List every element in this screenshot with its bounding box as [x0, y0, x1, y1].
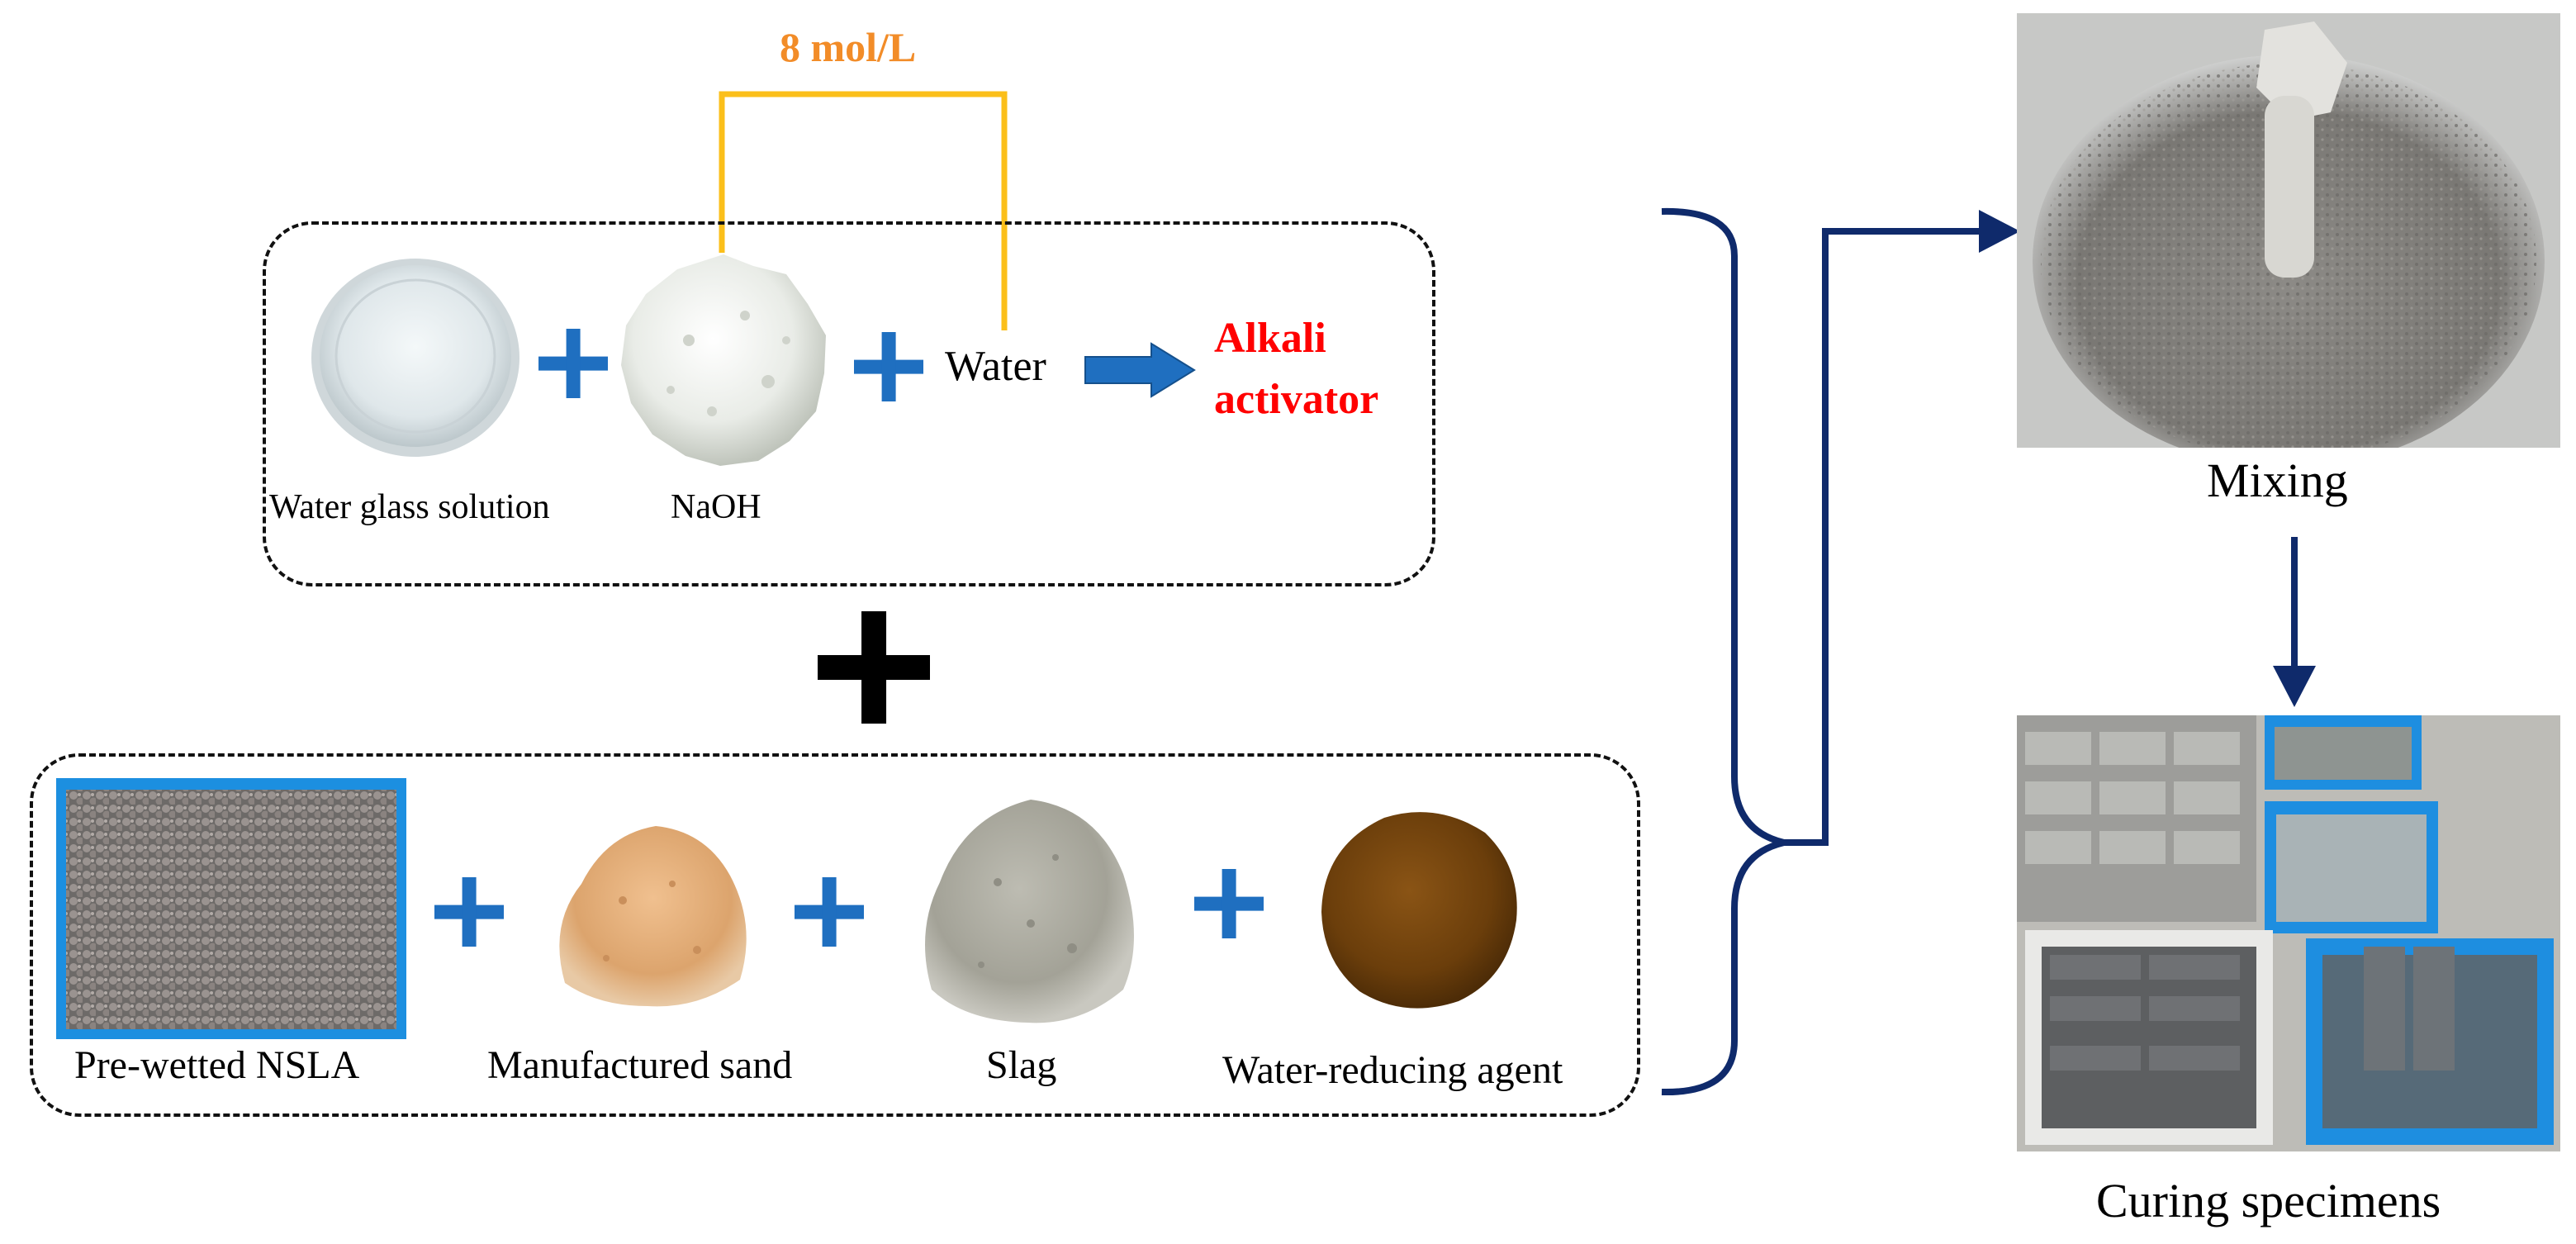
- naoh-image: [621, 254, 826, 466]
- water-glass-image: [311, 259, 519, 457]
- concentration-label: 8 mol/L: [780, 24, 917, 70]
- right-arrow-icon: [1084, 342, 1196, 398]
- plus-icon: [854, 332, 923, 401]
- activator-group-box: [263, 221, 1435, 586]
- water-reducing-agent-image: [1321, 812, 1517, 1009]
- manufactured-sand-image: [559, 826, 747, 1007]
- alkali-activator-line2: activator: [1214, 376, 1379, 423]
- plus-icon: [795, 877, 864, 947]
- mixing-image: [2017, 13, 2560, 448]
- plus-icon: [1194, 869, 1264, 938]
- water-reducing-agent-label: Water-reducing agent: [1222, 1048, 1563, 1092]
- plus-icon: [538, 329, 608, 398]
- manufactured-sand-label: Manufactured sand: [487, 1043, 793, 1087]
- nsla-image: [56, 778, 406, 1039]
- naoh-label: NaOH: [671, 488, 761, 526]
- down-arrow-icon: [2273, 537, 2316, 707]
- nsla-label: Pre-wetted NSLA: [74, 1043, 360, 1087]
- slag-image: [925, 800, 1134, 1023]
- curing-image: [2017, 715, 2560, 1151]
- curing-label: Curing specimens: [2096, 1174, 2441, 1227]
- mixing-label: Mixing: [2207, 453, 2348, 507]
- water-label: Water: [945, 343, 1046, 390]
- slag-label: Slag: [986, 1043, 1057, 1087]
- merge-brace: [1661, 207, 2020, 1096]
- plus-icon: [818, 611, 930, 724]
- alkali-activator-line1: Alkali: [1214, 315, 1326, 362]
- water-glass-label: Water glass solution: [269, 488, 550, 526]
- plus-icon: [434, 877, 504, 947]
- concentration-bracket: [719, 91, 1008, 330]
- materials-group-box: [30, 753, 1640, 1117]
